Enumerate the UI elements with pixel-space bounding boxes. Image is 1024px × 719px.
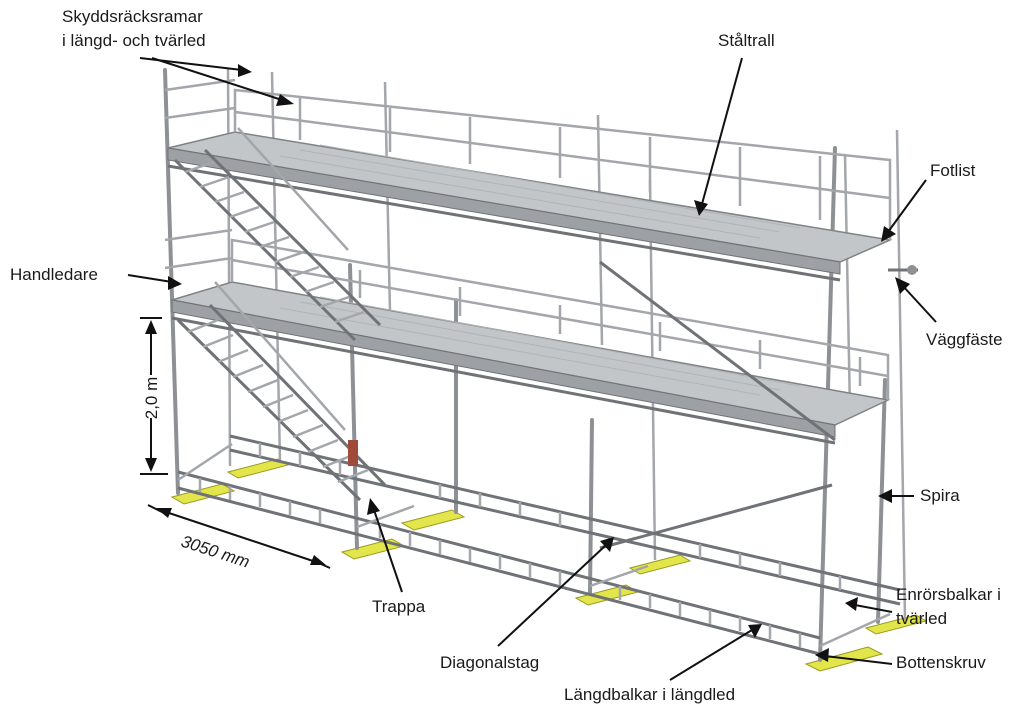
scaffold-structure (163, 67, 928, 672)
label-ledgers: Längdbalkar i längdled (564, 685, 735, 704)
leader-lines (127, 57, 937, 681)
label-spigot: Spira (920, 486, 960, 505)
length-dimension (147, 504, 331, 569)
base-plates (170, 458, 928, 672)
upper-deck (164, 78, 893, 396)
callout-labels: Skyddsräcksramar i längd- och tvärled St… (10, 7, 1003, 704)
label-stair: Trappa (372, 597, 426, 616)
height-dimension (140, 317, 168, 475)
stair (173, 127, 387, 502)
label-transoms-line1: Enrörsbalkar i (896, 585, 1001, 604)
label-toe-board: Fotlist (930, 161, 976, 180)
label-height: 2,0 m (142, 377, 161, 420)
label-base-jack: Bottenskruv (896, 653, 986, 672)
label-handrail: Handledare (10, 265, 98, 284)
label-steel-deck: Ståltrall (718, 31, 775, 50)
diagonal-brace (599, 260, 836, 550)
label-guardrail-frames-line2: i längd- och tvärled (62, 31, 206, 50)
wall-tie (888, 265, 918, 275)
label-transoms-line2: tvärled (896, 609, 947, 628)
label-diagonal: Diagonalstag (440, 653, 539, 672)
bottom-ledgers (177, 434, 901, 656)
label-guardrail-frames-line1: Skyddsräcksramar (62, 7, 203, 26)
label-wall-anchor: Väggfäste (926, 330, 1003, 349)
